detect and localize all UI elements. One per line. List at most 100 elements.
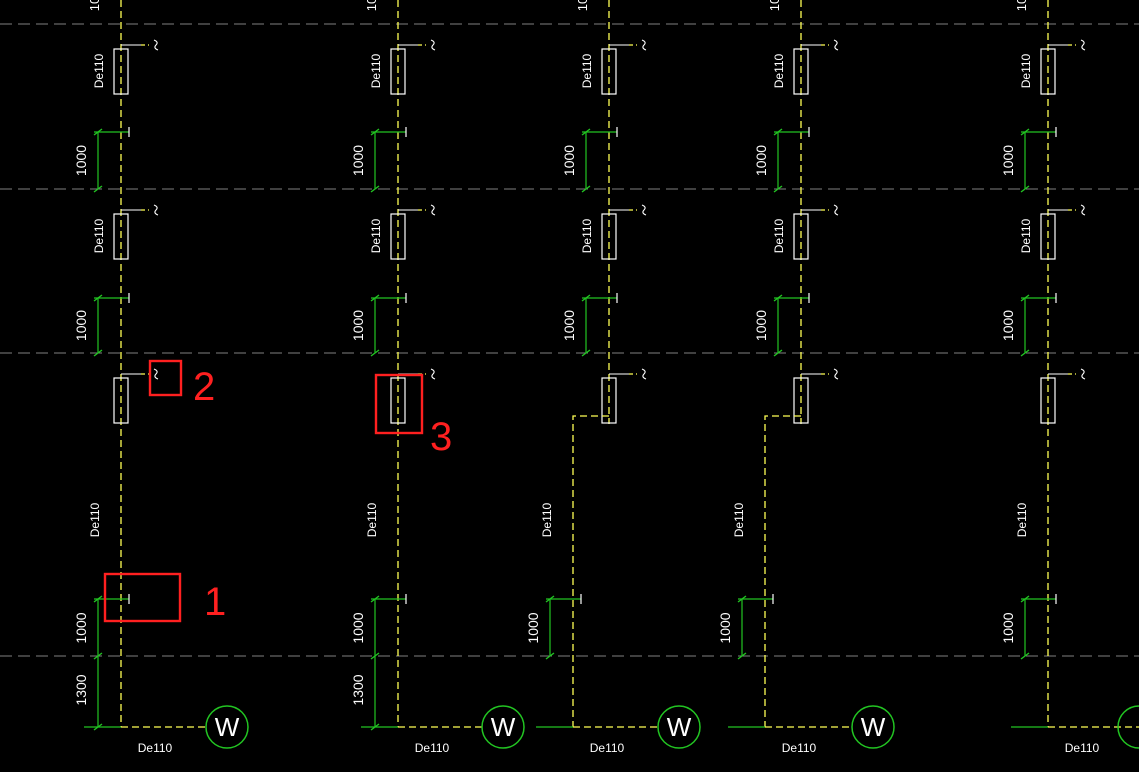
- dimension-tick: [1020, 185, 1030, 193]
- annotation-box-2: [148, 359, 183, 397]
- trap-symbol: [833, 368, 839, 380]
- trap-symbol: [833, 39, 839, 51]
- bottom-height-label: 1300: [350, 674, 366, 705]
- floor-height-label: 1000: [525, 612, 541, 643]
- trap-symbol: [641, 39, 647, 51]
- floor-height-label: 1000: [73, 310, 89, 341]
- outlet-size-label: De110: [138, 741, 173, 755]
- trap-symbol: [430, 204, 436, 216]
- well-label: W: [861, 712, 886, 742]
- top-dimension-label: 10: [575, 0, 590, 11]
- dimension-tick: [581, 349, 591, 357]
- outlet-size-label: De110: [590, 741, 625, 755]
- dimension-tick: [737, 652, 747, 660]
- pipe-size-label: De110: [369, 53, 383, 88]
- floor-height-label: 1000: [73, 612, 89, 643]
- top-dimension-label: 10: [767, 0, 782, 11]
- inspection-well: [851, 705, 895, 749]
- cleanout-fixture: [793, 48, 809, 95]
- floor-lines: [0, 23, 1139, 657]
- cleanout-fixture: [390, 213, 406, 260]
- cleanout-fixture: [113, 377, 129, 424]
- riser-stacks: 10De110De11010001000De11010001300De110W1…: [73, 0, 1139, 755]
- floor-height-label: 1000: [717, 612, 733, 643]
- cleanout-fixture: [1040, 213, 1056, 260]
- pipe-size-label: De110: [772, 53, 786, 88]
- dimension-tick: [545, 652, 555, 660]
- pipe-size-label: De110: [1019, 218, 1033, 253]
- pipe-size-label: De110: [365, 502, 379, 537]
- trap-symbol: [430, 368, 436, 380]
- dimension-tick: [93, 349, 103, 357]
- floor-height-label: 1000: [1000, 310, 1016, 341]
- inspection-well: [657, 705, 701, 749]
- cleanout-fixture: [390, 48, 406, 95]
- inspection-well: [1117, 705, 1139, 749]
- trap-symbol: [1080, 368, 1086, 380]
- annotation-number-2: 2: [193, 365, 215, 409]
- dimension-tick: [93, 185, 103, 193]
- pipe-size-label: De110: [772, 218, 786, 253]
- floor-height-label: 1000: [350, 310, 366, 341]
- top-dimension-label: 10: [1014, 0, 1029, 11]
- trap-symbol: [641, 204, 647, 216]
- trap-symbol: [1080, 204, 1086, 216]
- floor-height-label: 1000: [1000, 612, 1016, 643]
- dimension-tick: [370, 185, 380, 193]
- top-dimension-label: 10: [87, 0, 102, 11]
- inspection-well: [481, 705, 525, 749]
- outlet-size-label: De110: [1065, 741, 1100, 755]
- floor-height-label: 1000: [561, 310, 577, 341]
- branch-pipe: [572, 415, 609, 727]
- pipe-size-label: De110: [540, 502, 554, 537]
- trap-symbol: [153, 204, 159, 216]
- floor-height-label: 1000: [753, 310, 769, 341]
- dimension-tick: [773, 185, 783, 193]
- cleanout-fixture: [390, 377, 406, 424]
- pipe-size-label: De110: [580, 218, 594, 253]
- top-dimension-label: 10: [364, 0, 379, 11]
- cleanout-fixture: [601, 213, 617, 260]
- well-label: W: [215, 712, 240, 742]
- floor-height-label: 1000: [73, 145, 89, 176]
- pipe-size-label: De110: [88, 502, 102, 537]
- well-label: W: [491, 712, 516, 742]
- outlet-size-label: De110: [782, 741, 817, 755]
- red-annotations: 123: [103, 359, 452, 624]
- dimension-tick: [773, 349, 783, 357]
- bottom-height-label: 1300: [73, 674, 89, 705]
- floor-height-label: 1000: [1000, 145, 1016, 176]
- pipe-size-label: De110: [369, 218, 383, 253]
- dimension-tick: [1020, 652, 1030, 660]
- annotation-number-3: 3: [430, 415, 452, 459]
- floor-height-label: 1000: [350, 612, 366, 643]
- pipe-size-label: De110: [92, 218, 106, 253]
- trap-symbol: [833, 204, 839, 216]
- floor-height-label: 1000: [561, 145, 577, 176]
- cleanout-fixture: [1040, 48, 1056, 95]
- dimension-tick: [581, 185, 591, 193]
- cleanout-fixture: [793, 213, 809, 260]
- cleanout-fixture: [113, 213, 129, 260]
- trap-symbol: [430, 39, 436, 51]
- inspection-well: [205, 705, 249, 749]
- floor-height-label: 1000: [350, 145, 366, 176]
- cleanout-fixture: [113, 48, 129, 95]
- dimension-tick: [370, 349, 380, 357]
- well-label: W: [667, 712, 692, 742]
- pipe-size-label: De110: [732, 502, 746, 537]
- dimension-tick: [1020, 349, 1030, 357]
- cleanout-fixture: [1040, 377, 1056, 424]
- annotation-box-3: [374, 373, 424, 435]
- pipe-size-label: De110: [1019, 53, 1033, 88]
- annotation-box-1: [103, 572, 182, 623]
- trap-symbol: [641, 368, 647, 380]
- cleanout-fixture: [793, 377, 809, 424]
- trap-symbol: [1080, 39, 1086, 51]
